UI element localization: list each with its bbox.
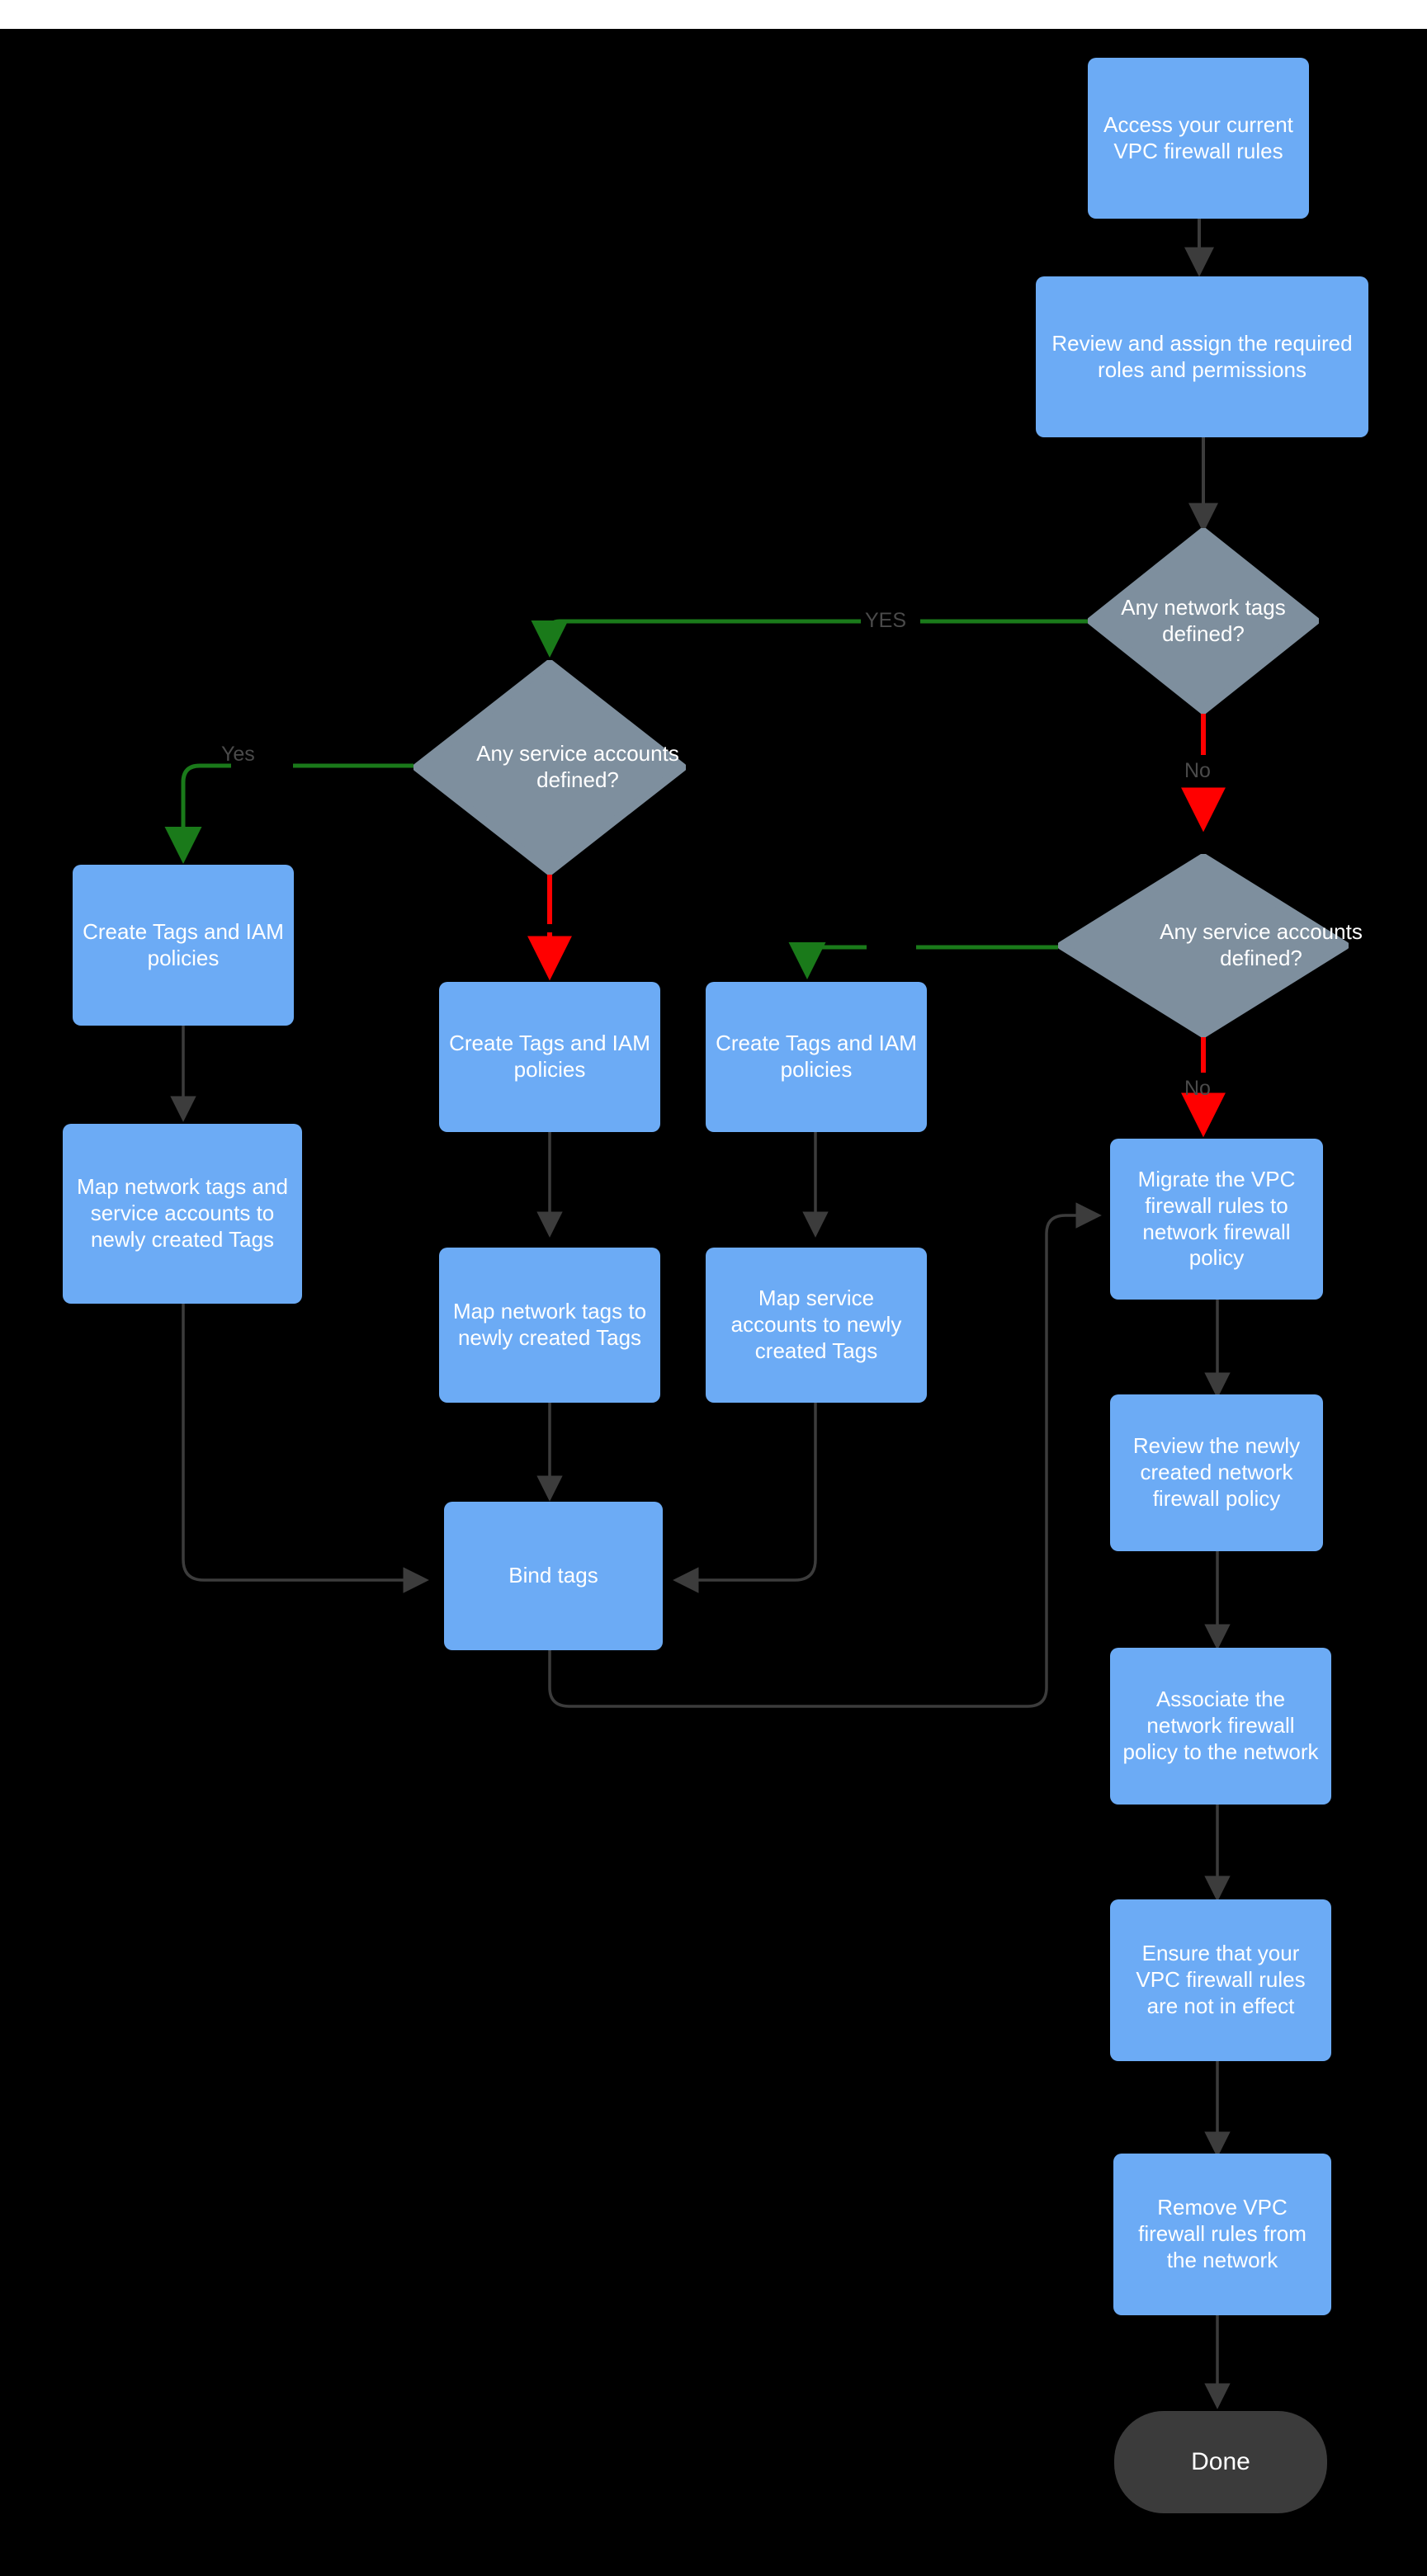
- node-label: Migrate the VPC firewall rules to networ…: [1137, 1167, 1296, 1271]
- diamond-shape: [1088, 528, 1319, 714]
- node-associate-policy-to-network[interactable]: Associate the network firewall policy to…: [1110, 1648, 1331, 1805]
- node-done-terminator[interactable]: Done: [1114, 2411, 1327, 2513]
- node-review-roles-permissions[interactable]: Review and assign the required roles and…: [1036, 276, 1368, 437]
- node-label: Map service accounts to newly created Ta…: [730, 1286, 902, 1363]
- node-label: Create Tags and IAM policies: [449, 1031, 650, 1082]
- node-label: Create Tags and IAM policies: [716, 1031, 917, 1082]
- node-review-new-policy[interactable]: Review the newly created network firewal…: [1110, 1394, 1323, 1551]
- edge-label-service-accounts-left-yes: Yes: [221, 743, 255, 766]
- edge-label-network-tags-no: No: [1184, 759, 1211, 782]
- node-label: Access your current VPC firewall rules: [1103, 111, 1293, 163]
- node-map-service-accounts[interactable]: Map service accounts to newly created Ta…: [706, 1248, 927, 1403]
- node-label: Associate the network firewall policy to…: [1122, 1687, 1319, 1764]
- node-map-tags-and-accounts[interactable]: Map network tags and service accounts to…: [63, 1124, 302, 1304]
- node-label: Bind tags: [508, 1563, 598, 1588]
- node-create-tags-iam-a[interactable]: Create Tags and IAM policies: [73, 865, 294, 1026]
- node-create-tags-iam-c[interactable]: Create Tags and IAM policies: [706, 982, 927, 1132]
- node-create-tags-iam-b[interactable]: Create Tags and IAM policies: [439, 982, 660, 1132]
- node-label: Review and assign the required roles and…: [1051, 330, 1353, 382]
- node-label: Review the newly created network firewal…: [1132, 1433, 1301, 1511]
- node-label: Ensure that your VPC firewall rules are …: [1136, 1941, 1306, 2018]
- diamond-shape: [413, 660, 686, 875]
- edge-label-network-tags-yes: YES: [865, 609, 907, 632]
- node-decision-service-accounts-left[interactable]: Any service accounts defined?: [413, 660, 686, 875]
- node-label: Remove VPC firewall rules from the netwo…: [1138, 2195, 1307, 2272]
- node-remove-vpc-rules[interactable]: Remove VPC firewall rules from the netwo…: [1113, 2154, 1331, 2315]
- node-map-network-tags[interactable]: Map network tags to newly created Tags: [439, 1248, 660, 1403]
- diamond-shape: [1058, 854, 1349, 1037]
- node-label: Create Tags and IAM policies: [83, 918, 284, 970]
- node-bind-tags[interactable]: Bind tags: [444, 1502, 663, 1650]
- edge-label-service-accounts-right-no: No: [1184, 1077, 1211, 1100]
- node-decision-network-tags[interactable]: Any network tags defined?: [1088, 528, 1319, 714]
- node-label: Map network tags and service accounts to…: [77, 1174, 288, 1252]
- node-migrate-rules-to-policy[interactable]: Migrate the VPC firewall rules to networ…: [1110, 1139, 1323, 1300]
- node-ensure-rules-not-in-effect[interactable]: Ensure that your VPC firewall rules are …: [1110, 1899, 1331, 2061]
- node-label: Map network tags to newly created Tags: [452, 1299, 647, 1350]
- node-access-vpc-rules[interactable]: Access your current VPC firewall rules: [1088, 58, 1309, 219]
- node-decision-service-accounts-right[interactable]: Any service accounts defined?: [1058, 854, 1363, 1037]
- node-label: Done: [1191, 2448, 1250, 2475]
